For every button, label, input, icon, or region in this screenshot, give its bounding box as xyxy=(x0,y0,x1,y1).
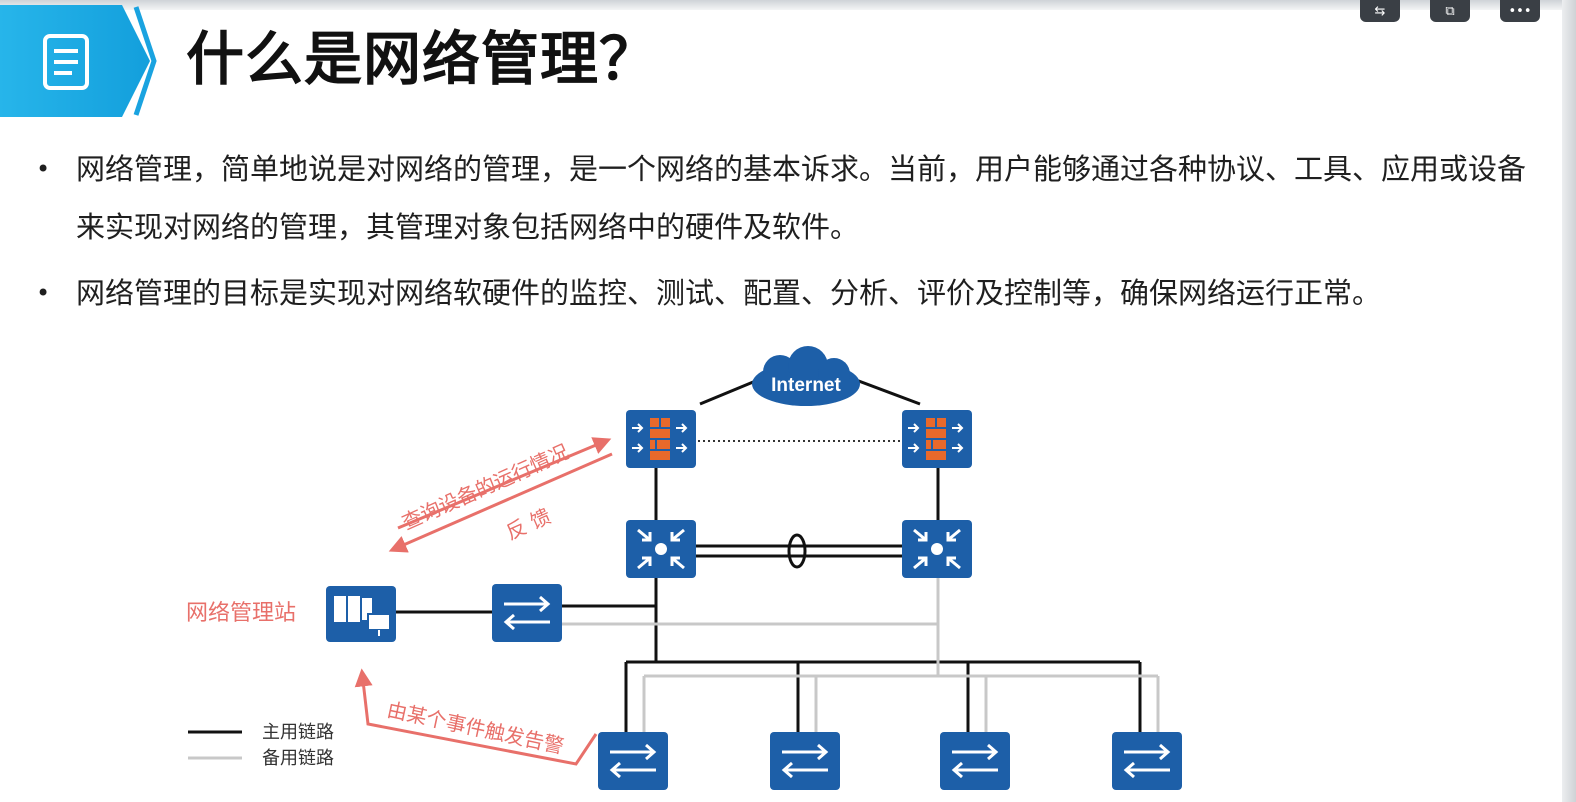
alarm-arrow xyxy=(354,668,598,766)
translate-icon[interactable]: ⇆ xyxy=(1360,0,1400,22)
legend-backup-label: 备用链路 xyxy=(262,748,334,769)
bullet-list: • 网络管理，简单地说是对网络的管理，是一个网络的基本诉求。当前，用户能够通过各… xyxy=(36,140,1526,330)
management-station-icon xyxy=(326,586,396,642)
link-aggregation-icon xyxy=(787,533,807,569)
internet-cloud-icon: Internet xyxy=(752,346,860,406)
title-banner xyxy=(0,5,157,117)
popout-icon[interactable]: ⧉ xyxy=(1430,0,1470,22)
list-item: • 网络管理的目标是实现对网络软硬件的监控、测试、配置、分析、评价及控制等，确保… xyxy=(36,264,1526,322)
firewall-right-icon xyxy=(901,409,973,469)
backup-links xyxy=(562,578,1160,734)
bullet-dot-icon: • xyxy=(36,155,51,183)
aggregation-switch-icon xyxy=(490,582,564,644)
bullet-dot-icon: • xyxy=(36,279,51,307)
core-switch-left-icon xyxy=(624,518,698,580)
more-icon[interactable]: ••• xyxy=(1500,0,1540,22)
list-item: • 网络管理，简单地说是对网络的管理，是一个网络的基本诉求。当前，用户能够通过各… xyxy=(36,140,1526,256)
feedback-label: 反 馈 xyxy=(502,504,554,545)
window-right-edge xyxy=(1562,0,1576,802)
access-switch-icon xyxy=(938,730,1012,792)
access-switch-icon xyxy=(1110,730,1184,792)
feedback-arrow xyxy=(388,452,613,553)
legend: 主用链路 备用链路 xyxy=(188,722,334,769)
firewall-left-icon xyxy=(625,409,697,469)
access-switch-icon xyxy=(596,730,670,792)
access-switch-icon xyxy=(768,730,842,792)
core-switch-right-icon xyxy=(900,518,974,580)
page-title: 什么是网络管理？ xyxy=(186,25,659,93)
window-top-bar xyxy=(0,0,1576,10)
bullet-text: 网络管理的目标是实现对网络软硬件的监控、测试、配置、分析、评价及控制等，确保网络… xyxy=(76,276,1382,310)
internet-label: Internet xyxy=(771,375,841,396)
document-icon xyxy=(43,34,89,90)
alarm-label: 由某个事件触发告警 xyxy=(385,697,566,758)
bullet-text: 网络管理，简单地说是对网络的管理，是一个网络的基本诉求。当前，用户能够通过各种协… xyxy=(76,152,1527,244)
legend-primary-label: 主用链路 xyxy=(262,722,334,743)
primary-links xyxy=(396,378,1142,734)
query-arrow xyxy=(397,437,612,530)
management-station-label: 网络管理站 xyxy=(186,601,296,626)
